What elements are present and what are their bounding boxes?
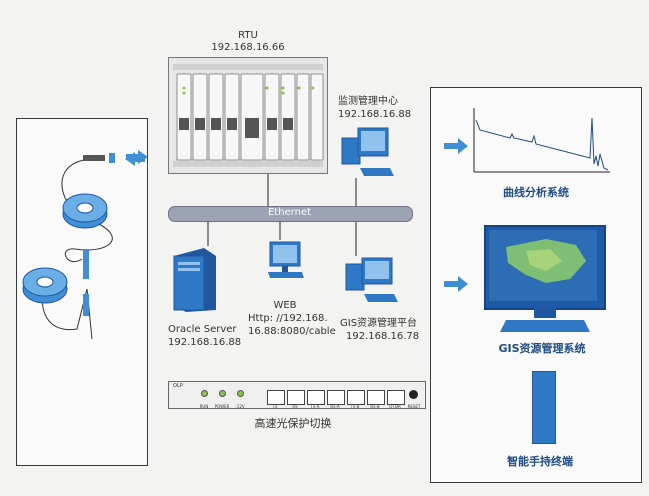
rack-cards-illustration <box>173 64 324 167</box>
led-12v-icon <box>237 390 244 397</box>
led-label: RUN <box>199 404 209 409</box>
port-label: Rx-B <box>370 404 380 409</box>
led-label: -12V <box>235 404 245 409</box>
mobile-terminal-title: 智能手持终端 <box>507 455 573 468</box>
gis-platform-title: GIS资源管理平台 <box>340 318 418 329</box>
ethernet-bus <box>168 206 413 222</box>
ethernet-label: Ethernet <box>267 207 312 218</box>
map-icon <box>489 230 597 301</box>
fiber-panel <box>16 118 148 466</box>
arrow-curve-icon <box>444 138 468 154</box>
port-label: Rx-A <box>330 404 340 409</box>
rtu-title: RTU <box>238 30 258 41</box>
port-label: Tx-B <box>350 404 360 409</box>
gis-monitor-icon <box>484 225 606 310</box>
rtu-rack <box>168 57 328 174</box>
otdr-curve-chart <box>473 108 610 173</box>
port-label: Tx <box>272 404 278 409</box>
gis-platform-ip: 192.168.16.78 <box>346 331 420 342</box>
monitor-stand-icon <box>500 308 590 332</box>
web-monitor-icon <box>268 241 304 278</box>
arrow-gis-icon <box>444 276 468 292</box>
gis-workstation-icon <box>345 257 398 302</box>
port-rx-a <box>327 390 345 405</box>
server-icon <box>173 248 216 312</box>
rtu-ip: 192.168.16.66 <box>211 42 285 53</box>
web-url-line2: 16.88:8080/cable <box>248 326 336 337</box>
monitor-center-title: 监测管理中心 <box>338 96 398 107</box>
port-rx <box>287 390 305 405</box>
curve-system-title: 曲线分析系统 <box>503 186 569 199</box>
led-label: POWER <box>214 404 230 409</box>
web-title: WEB <box>273 300 297 311</box>
workstation-icon <box>341 127 394 176</box>
olp-device-label: OLP <box>173 383 183 389</box>
port-tx-b <box>347 390 365 405</box>
port-label: Tx-A <box>310 404 320 409</box>
oracle-title: Oracle Server <box>168 324 237 335</box>
fiber-spools-illustration <box>22 152 145 340</box>
port-label: OTDR <box>389 404 401 409</box>
arrow-to-rtu-icon <box>126 150 148 164</box>
port-rx-b <box>367 390 385 405</box>
port-tx <box>267 390 285 405</box>
web-url-line1: Http: //192.168. <box>248 313 328 324</box>
oracle-ip: 192.168.16.88 <box>168 337 242 348</box>
mobile-terminal-icon <box>532 371 556 444</box>
reset-button-icon <box>409 390 418 399</box>
led-run-icon <box>201 390 208 397</box>
port-tx-a <box>307 390 325 405</box>
port-label: Rx <box>292 404 298 409</box>
port-otdr <box>387 390 405 405</box>
led-power-icon <box>219 390 226 397</box>
olp-title: 高速光保护切换 <box>254 417 332 430</box>
olp-device: OLP RUN POWER -12V Tx Rx Tx-A Rx-A Tx-B … <box>168 381 426 409</box>
reset-label: RESET <box>407 404 421 409</box>
gis-system-title: GIS资源管理系统 <box>498 342 586 355</box>
monitor-center-ip: 192.168.16.88 <box>338 109 412 120</box>
